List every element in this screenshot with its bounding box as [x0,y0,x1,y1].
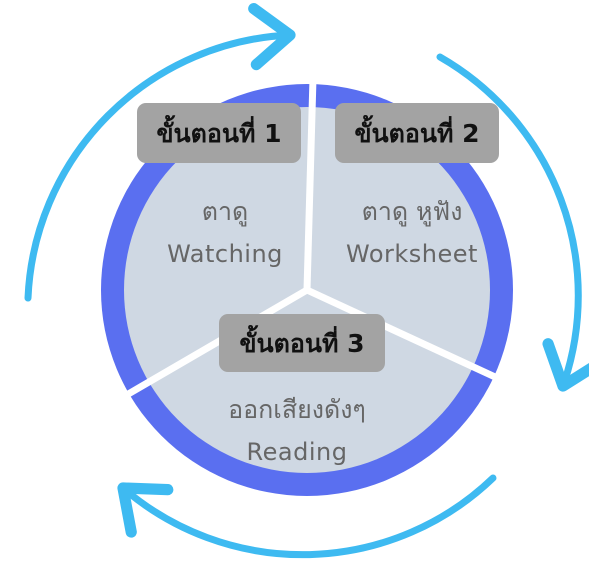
cycle-arrow-icon [117,474,497,559]
segment-dividers [116,77,508,404]
step-3: ขั้นตอนที่ 3 ออกเสียงดังๆ Reading [219,314,385,466]
step-1-thai-label: ตาดู [202,197,249,227]
step-1-english-label: Watching [167,240,283,268]
step-2-english-label: Worksheet [346,240,478,268]
step-3-english-label: Reading [247,438,348,466]
step-1-badge-label: ขั้นตอนที่ 1 [156,114,281,148]
step-2: ขั้นตอนที่ 2 ตาดู หูฟัง Worksheet [335,103,499,268]
step-2-badge [335,103,499,163]
step-3-badge-label: ขั้นตอนที่ 3 [239,324,364,358]
step-1-badge [137,103,301,163]
step-1: ขั้นตอนที่ 1 ตาดู Watching [137,103,301,268]
step-2-thai-label: ตาดู หูฟัง [362,197,463,227]
cycle-arrow-icon [24,3,296,302]
step-3-thai-label: ออกเสียงดังๆ [228,395,366,424]
step-2-badge-label: ขั้นตอนที่ 2 [354,114,479,148]
step-3-badge [219,314,385,372]
cycle-arrow-icon [436,53,589,392]
